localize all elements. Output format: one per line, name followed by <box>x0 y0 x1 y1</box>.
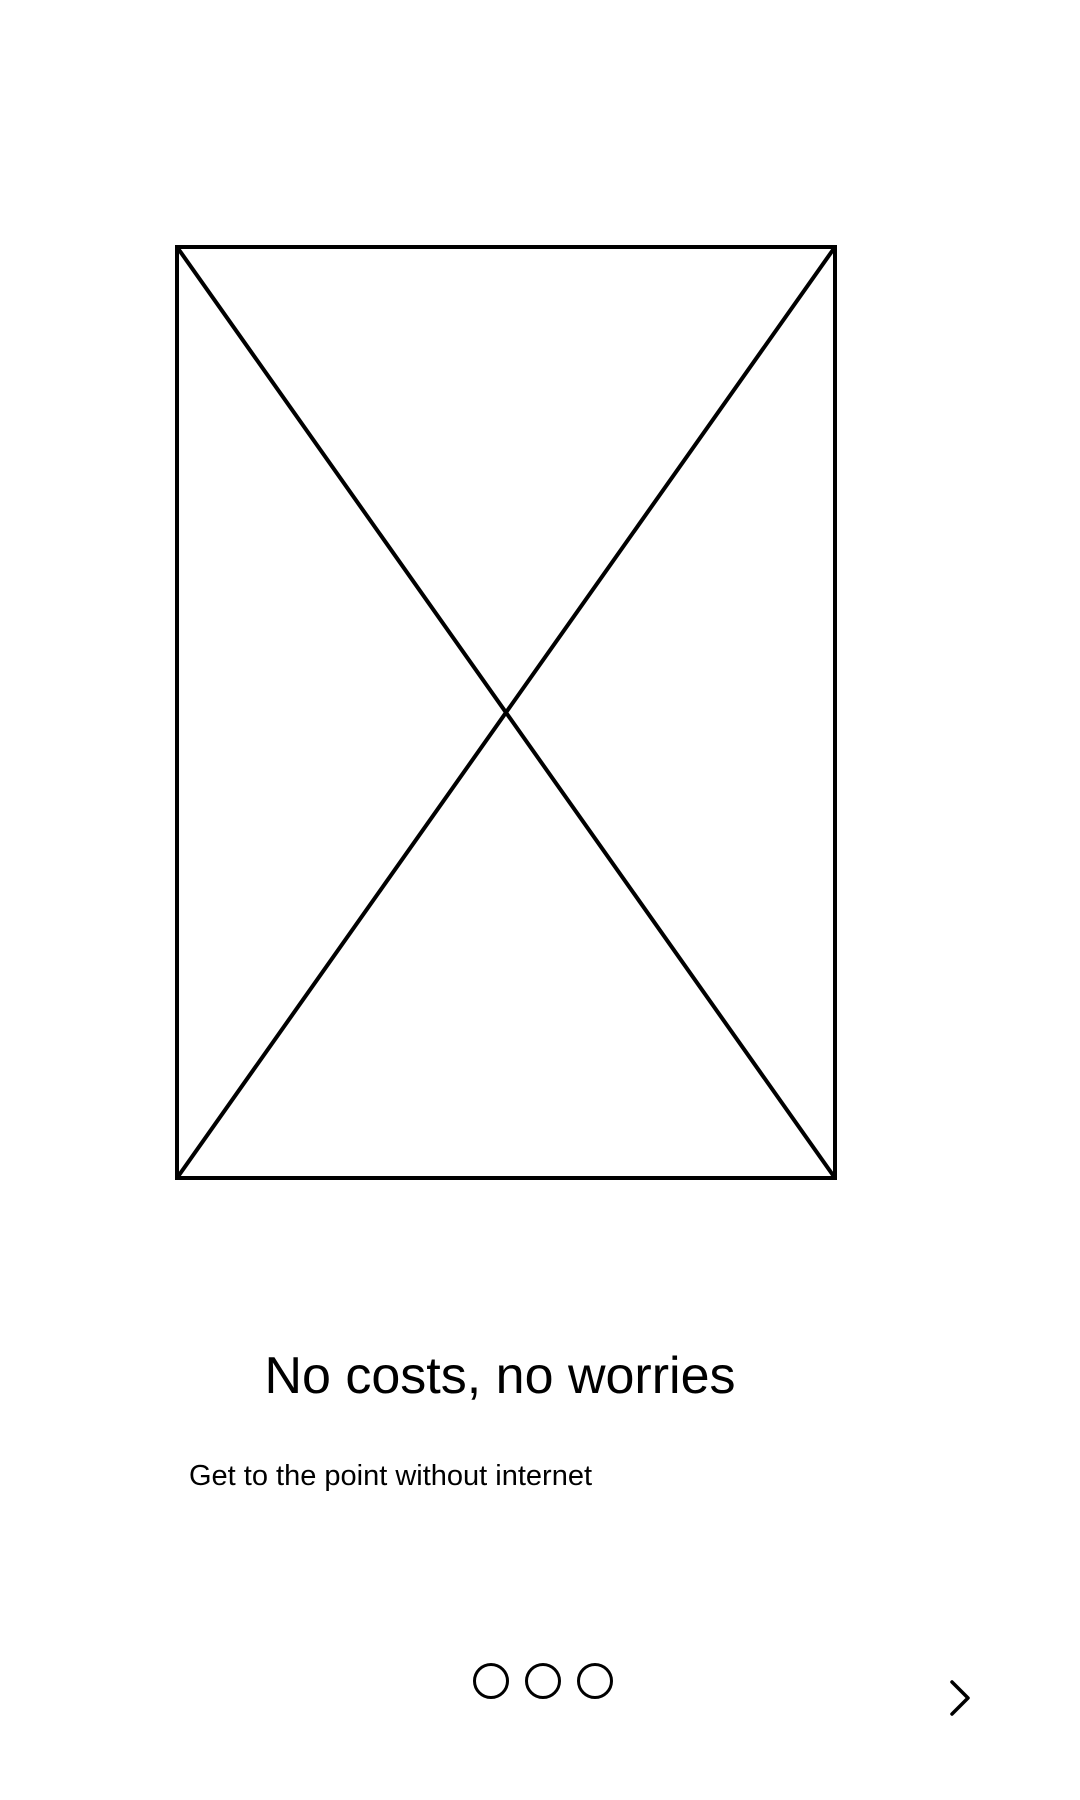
placeholder-frame <box>175 245 837 1180</box>
page-dot-2[interactable] <box>525 1663 561 1699</box>
placeholder-graphic <box>175 245 837 1180</box>
page-indicator <box>473 1663 613 1699</box>
image-placeholder-icon <box>175 245 837 1180</box>
page-dot-3[interactable] <box>577 1663 613 1699</box>
placeholder-diagonal-2 <box>175 245 837 1180</box>
next-button[interactable] <box>938 1676 982 1720</box>
page-dot-1[interactable] <box>473 1663 509 1699</box>
onboarding-title: No costs, no worries <box>264 1347 736 1405</box>
onboarding-subtitle: Get to the point without internet <box>189 1460 593 1492</box>
chevron-right-icon <box>950 1680 970 1716</box>
